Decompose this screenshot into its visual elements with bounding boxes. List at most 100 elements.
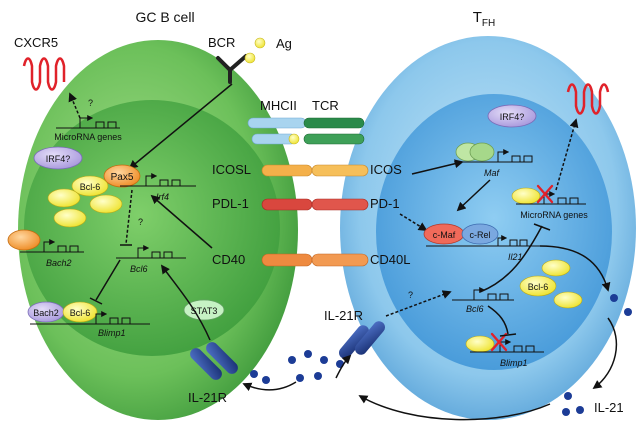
mhcii-molecule	[247, 117, 307, 145]
right-blimp1-gene-label: Blimp1	[500, 358, 528, 368]
stat3-oval	[183, 299, 225, 321]
maf-to-cmaf-arrow	[456, 179, 491, 212]
pax5-label: Pax5	[111, 172, 134, 183]
left-microrna-gene	[56, 115, 120, 129]
icos-label: ICOS	[370, 162, 402, 177]
il21-gene	[426, 235, 540, 247]
crel-label: c-Rel	[469, 230, 490, 240]
left-blimp1-gene-label: Blimp1	[98, 328, 126, 338]
maf-gene-label: Maf	[484, 168, 501, 178]
cxcr5-label: CXCR5	[14, 35, 58, 50]
left-microrna-label: MicroRNA genes	[54, 132, 122, 142]
cd40-bar	[261, 253, 313, 267]
bcl6-microrna-inhibit-bar	[533, 223, 551, 231]
left-il21r-receptor-2	[206, 342, 238, 374]
cmaf-label: c-Maf	[433, 230, 456, 240]
il21-dot	[624, 308, 632, 316]
il21-dot	[562, 408, 570, 416]
left-bcl6-gene-label: Bcl6	[130, 264, 148, 274]
il21-loop-arrow-bottom	[358, 395, 551, 421]
mhcii-label: MHCII	[260, 98, 297, 113]
icosl-label: ICOSL	[212, 162, 251, 177]
ag-label: Ag	[276, 36, 292, 51]
bach2-gene-label: Bach2	[46, 258, 72, 268]
pd1-to-cmaf-dashed-arrow	[399, 213, 428, 231]
right-microrna-x-icon	[536, 184, 554, 204]
left-blimp1-gene	[30, 311, 150, 325]
bcl6-to-blimp1-inhibit	[95, 259, 121, 301]
il21-dot	[576, 406, 584, 414]
il21-dot	[296, 374, 304, 382]
bcr-label: BCR	[208, 35, 235, 50]
maf-green-oval-2	[469, 142, 495, 162]
cxcr5-receptor-right	[566, 83, 610, 115]
left-bcl6-oval-3	[53, 208, 87, 228]
il21-cytokine-dots	[250, 294, 632, 416]
il21-dot	[262, 376, 270, 384]
left-il21r-receptor-1	[190, 348, 222, 380]
il21r-to-bcl6-arrow	[160, 264, 211, 341]
microrna-to-cxcr5-arrow	[68, 92, 81, 119]
il21-secretion-arrow	[539, 245, 611, 292]
bcl6-to-microrna-inhibit	[479, 225, 543, 293]
irf4-gene	[120, 173, 196, 187]
antigen-dot-1	[254, 37, 266, 49]
right-bcl6-oval-labeled	[519, 275, 557, 297]
right-bcl6-oval-1	[541, 259, 571, 277]
bcl6-blimp1-inhibit-bar	[89, 297, 103, 305]
microrna-to-right-cxcr5-arrow	[555, 118, 579, 191]
irf4-gene-label: Irf4	[156, 192, 169, 202]
il21-dot	[320, 356, 328, 364]
right-irf4-label: IRF4?	[500, 112, 525, 122]
left-irf4-label: IRF4?	[46, 154, 71, 164]
il21-dot	[564, 392, 572, 400]
stat3-label: STAT3	[191, 306, 218, 316]
pax5-to-bcl6-inhibit	[125, 189, 133, 245]
b-cell-title: GC B cell	[135, 9, 194, 25]
bach2-orange-oval	[7, 229, 41, 251]
maf-gene	[454, 149, 533, 163]
bach2-protein-label: Bach2	[33, 308, 59, 318]
right-blimp1-x-icon	[490, 332, 508, 352]
left-bcl6-gene	[116, 245, 186, 259]
il21-gene-label: Il21	[508, 252, 523, 262]
right-bcl6-gene	[452, 287, 514, 301]
cxcr5-receptor-left	[22, 57, 66, 91]
il21-dot	[250, 370, 258, 378]
il21-dot	[304, 350, 312, 358]
bcr-receptor	[216, 54, 248, 84]
il21-dot	[610, 294, 618, 302]
gc-b-cell	[18, 40, 298, 420]
right-il21r-receptor-1	[339, 325, 369, 359]
right-bcl6-label: Bcl-6	[528, 282, 549, 292]
bcr-to-pax5-arrow	[128, 83, 233, 170]
right-microrna-yellow-oval	[511, 187, 541, 205]
cd40l-label: CD40L	[370, 252, 410, 267]
tfh-title: TFH	[473, 9, 496, 29]
il21r-to-bcl6-dashed-arrow	[385, 290, 452, 317]
left-bcl6-oval-labeled	[71, 175, 109, 197]
left-bcl6-complex-oval	[62, 301, 98, 323]
pd1-label: PD-1	[370, 196, 400, 211]
pd1-bar	[311, 198, 369, 211]
il21-to-left-receptor-arrow	[242, 381, 297, 392]
right-question: ?	[408, 290, 413, 300]
bach2-gene	[20, 239, 84, 253]
left-question-2: ?	[138, 217, 143, 227]
tcr-label: TCR	[312, 98, 339, 113]
right-il21r-label: IL-21R	[324, 308, 363, 323]
right-microrna-label: MicroRNA genes	[520, 210, 588, 220]
il21-to-right-receptor-arrow	[335, 354, 352, 379]
right-bcl6-gene-label: Bcl6	[466, 304, 484, 314]
left-bcl6-oval-2	[47, 188, 81, 208]
right-bcl6-oval-3	[553, 291, 583, 309]
cd40-to-irf4-arrow	[150, 194, 213, 249]
il21-dot	[314, 372, 322, 380]
icos-to-maf-arrow	[411, 159, 464, 175]
left-question-1: ?	[88, 98, 93, 108]
bcl6-blimp1-right-bar	[499, 333, 517, 337]
right-blimp1-yellow-oval	[465, 335, 495, 353]
b-cell-nucleus	[24, 100, 280, 356]
pdl1-bar	[261, 198, 313, 211]
